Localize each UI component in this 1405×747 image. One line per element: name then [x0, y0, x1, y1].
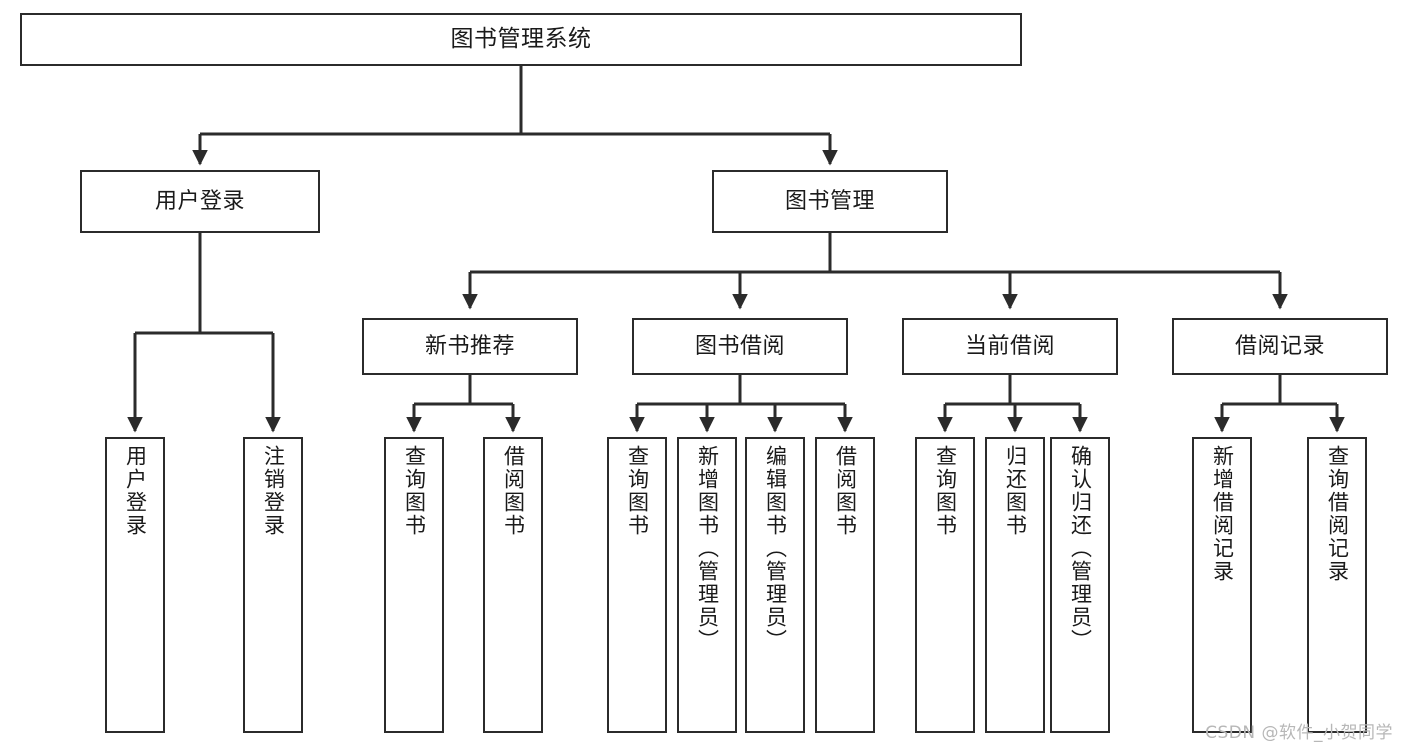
node-borrow-record[interactable]: 借阅记录 — [1172, 318, 1388, 375]
leaf-book-borrow-add-book-admin-label: 新增图书（管理员） — [695, 445, 720, 652]
leaf-current-borrow-return-book[interactable]: 归还图书 — [985, 437, 1045, 733]
leaf-book-borrow-edit-book-admin-label: 编辑图书（管理员） — [763, 445, 788, 652]
leaf-new-book-query-book-label: 查询图书 — [402, 445, 427, 537]
leaf-book-borrow-query-book[interactable]: 查询图书 — [607, 437, 667, 733]
leaf-book-borrow-add-book-admin[interactable]: 新增图书（管理员） — [677, 437, 737, 733]
node-book-borrow[interactable]: 图书借阅 — [632, 318, 848, 375]
node-root-book-management-system[interactable]: 图书管理系统 — [20, 13, 1022, 66]
leaf-current-borrow-confirm-return-admin[interactable]: 确认归还（管理员） — [1050, 437, 1110, 733]
leaf-current-borrow-query-book-label: 查询图书 — [933, 445, 958, 537]
node-book-borrow-label: 图书借阅 — [694, 333, 785, 359]
leaf-book-borrow-edit-book-admin[interactable]: 编辑图书（管理员） — [745, 437, 805, 733]
leaf-borrow-record-add-record-label: 新增借阅记录 — [1210, 445, 1235, 583]
leaf-borrow-record-add-record[interactable]: 新增借阅记录 — [1192, 437, 1252, 733]
node-new-book-recommend[interactable]: 新书推荐 — [362, 318, 578, 375]
leaf-user-login-logout-label: 注销登录 — [261, 445, 286, 537]
node-new-book-recommend-label: 新书推荐 — [424, 333, 515, 359]
node-borrow-record-label: 借阅记录 — [1234, 333, 1325, 359]
node-book-management[interactable]: 图书管理 — [712, 170, 948, 233]
leaf-user-login-login-label: 用户登录 — [123, 445, 148, 537]
leaf-new-book-borrow-book-label: 借阅图书 — [501, 445, 526, 537]
node-book-management-label: 图书管理 — [784, 188, 875, 214]
node-current-borrow-label: 当前借阅 — [964, 333, 1055, 359]
node-current-borrow[interactable]: 当前借阅 — [902, 318, 1118, 375]
leaf-book-borrow-borrow-book[interactable]: 借阅图书 — [815, 437, 875, 733]
leaf-user-login-login[interactable]: 用户登录 — [105, 437, 165, 733]
leaf-borrow-record-query-record-label: 查询借阅记录 — [1325, 445, 1350, 583]
node-root-label: 图书管理系统 — [450, 25, 592, 52]
leaf-current-borrow-confirm-return-admin-label: 确认归还（管理员） — [1068, 445, 1093, 652]
leaf-borrow-record-query-record[interactable]: 查询借阅记录 — [1307, 437, 1367, 733]
leaf-user-login-logout[interactable]: 注销登录 — [243, 437, 303, 733]
node-user-login-label: 用户登录 — [154, 188, 245, 214]
node-user-login[interactable]: 用户登录 — [80, 170, 320, 233]
leaf-book-borrow-borrow-book-label: 借阅图书 — [833, 445, 858, 537]
leaf-current-borrow-return-book-label: 归还图书 — [1003, 445, 1028, 537]
leaf-current-borrow-query-book[interactable]: 查询图书 — [915, 437, 975, 733]
leaf-book-borrow-query-book-label: 查询图书 — [625, 445, 650, 537]
leaf-new-book-query-book[interactable]: 查询图书 — [384, 437, 444, 733]
leaf-new-book-borrow-book[interactable]: 借阅图书 — [483, 437, 543, 733]
